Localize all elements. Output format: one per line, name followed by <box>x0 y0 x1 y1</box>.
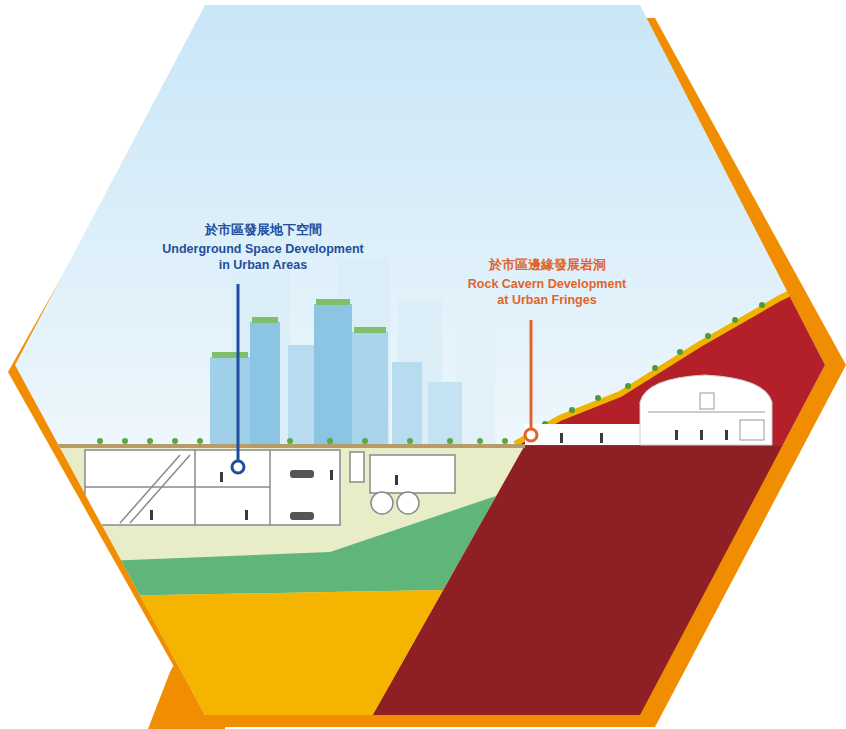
illustration-part <box>85 486 270 488</box>
illustration-part <box>352 332 388 445</box>
illustration-part <box>210 357 250 445</box>
illustration-part <box>147 438 153 444</box>
illustration-part <box>245 510 248 520</box>
illustration-part <box>362 438 368 444</box>
bedrock <box>365 445 846 729</box>
illustration-part <box>740 420 764 440</box>
illustration-part <box>220 472 223 482</box>
cavern-tunnel <box>525 424 645 445</box>
illustration-part <box>130 455 190 523</box>
illustration-part <box>395 475 398 485</box>
illustration-part <box>675 430 678 440</box>
illustration-part <box>197 438 203 444</box>
leader-line <box>530 320 533 429</box>
illustration-part <box>700 393 714 409</box>
illustration-part <box>172 438 178 444</box>
english-callout: Underground Space Development in Urban A… <box>157 241 369 274</box>
illustration-part <box>250 322 280 445</box>
english-callout: Rock Cavern Development at Urban Fringes <box>463 276 631 309</box>
illustration-part <box>150 510 153 520</box>
illustration-part <box>407 438 413 444</box>
illustration-part <box>625 383 631 389</box>
illustration-part <box>314 304 352 445</box>
illustration-part <box>122 438 128 444</box>
illustration-part <box>350 452 364 482</box>
illustration-part <box>354 327 386 333</box>
illustration-part <box>327 438 333 444</box>
illustration-part <box>732 317 738 323</box>
leader-dot <box>525 429 537 441</box>
illustration-part <box>428 382 462 445</box>
illustration-part <box>288 345 314 445</box>
hill-surface <box>515 266 846 444</box>
illustration-part <box>477 438 483 444</box>
illustration-part <box>85 450 340 525</box>
illustration-part <box>290 512 314 520</box>
illustration-part <box>560 433 563 443</box>
rock-cavern <box>640 375 772 445</box>
cavern-interior <box>648 393 765 440</box>
leader-line <box>237 284 240 461</box>
illustration-part <box>330 470 333 480</box>
chinese-callout: 於市區發展地下空間 <box>163 222 363 239</box>
illustration-part <box>370 455 455 493</box>
illustration-part <box>287 438 293 444</box>
illustration-part <box>397 492 419 514</box>
illustration-part <box>120 455 180 523</box>
sky <box>0 0 846 450</box>
illustration-part <box>502 438 508 444</box>
illustration-part <box>759 302 765 308</box>
underground-space <box>85 450 455 525</box>
illustration-part <box>677 349 683 355</box>
green-stratum <box>0 496 496 598</box>
illustration-part <box>97 438 103 444</box>
illustration-part <box>787 288 793 294</box>
illustration-part <box>652 365 658 371</box>
chinese-callout: 於市區邊緣發展岩洞 <box>447 257 647 274</box>
illustration-part <box>447 438 453 444</box>
illustration-part <box>290 470 314 478</box>
illustration-part <box>700 430 703 440</box>
illustration-part <box>194 450 196 525</box>
illustration-part <box>705 333 711 339</box>
illustration-part <box>371 492 393 514</box>
illustration-part <box>392 362 422 445</box>
ground-line <box>0 444 525 448</box>
illustration-part <box>648 412 765 413</box>
illustration-part <box>569 407 575 413</box>
underground-cars <box>290 470 314 520</box>
yellow-stratum <box>0 590 443 729</box>
illustration-part <box>725 430 728 440</box>
illustration-part <box>812 276 818 282</box>
illustration-part <box>595 395 601 401</box>
illustration-part <box>600 433 603 443</box>
ground-trees <box>97 438 508 444</box>
illustration-part <box>269 450 271 525</box>
illustration-part <box>252 317 278 323</box>
illustration-part <box>316 299 350 305</box>
skyline <box>210 258 495 445</box>
leader-dot <box>232 461 244 473</box>
illustration-part <box>212 352 248 358</box>
